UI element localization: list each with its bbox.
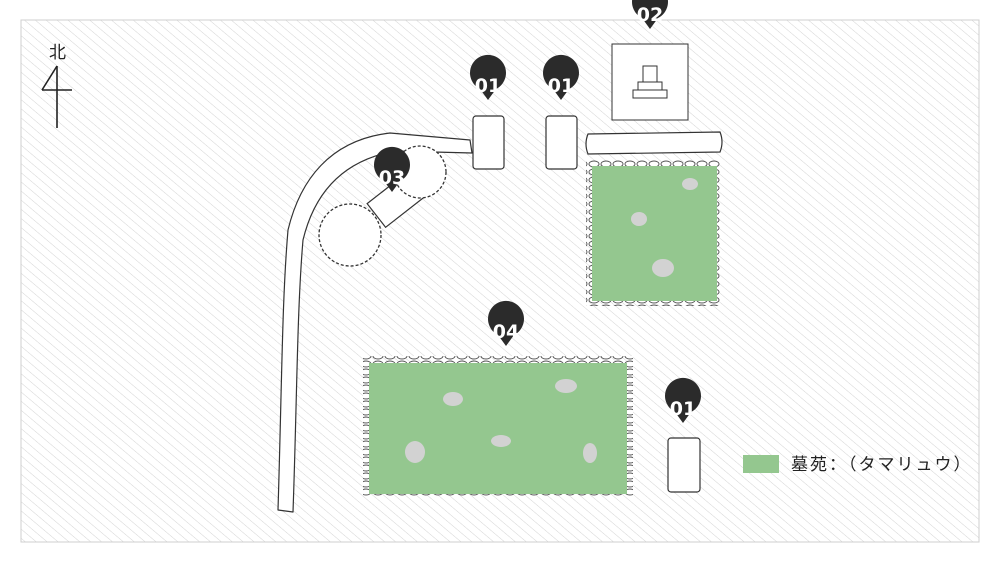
pin-label: 03: [379, 167, 405, 189]
garden-area: [592, 166, 717, 301]
stepping-stone: [631, 212, 647, 226]
stepping-stone: [555, 379, 577, 393]
stepping-stone: [652, 259, 674, 277]
stepping-stone: [682, 178, 698, 190]
pin-label: 01: [670, 398, 696, 420]
grave-plot: [472, 115, 505, 170]
grave-plot: [667, 437, 701, 493]
pin-label: 02: [637, 4, 663, 26]
tree-lower: [318, 203, 382, 267]
grave-plot: [545, 115, 578, 170]
map-pin[interactable]: 01: [665, 377, 701, 423]
legend-swatch: [743, 455, 779, 473]
garden-upper-right: [586, 160, 720, 306]
stepping-stone: [491, 435, 511, 447]
map-pin[interactable]: 01: [543, 54, 579, 100]
map-pin[interactable]: 04: [488, 300, 524, 346]
pin-label: 01: [475, 75, 501, 97]
pin-label: 01: [548, 75, 574, 97]
walking-path: [277, 132, 473, 513]
north-arrow: 北: [41, 43, 72, 128]
garden-area: [369, 363, 627, 494]
stepping-stone: [405, 441, 425, 463]
legend: 墓苑：（タマリュウ）: [743, 455, 973, 475]
monument: [611, 43, 689, 121]
path-strip: [585, 131, 723, 155]
stepping-stone: [583, 443, 597, 463]
map-pin[interactable]: 03: [374, 146, 410, 192]
garden-lower: [363, 356, 633, 496]
map-pin[interactable]: 02: [632, 0, 668, 29]
pin-label: 04: [493, 321, 519, 343]
north-label: 北: [49, 43, 66, 63]
legend-label: 墓苑：（タマリュウ）: [791, 455, 973, 475]
stepping-stone: [443, 392, 463, 406]
map-pin[interactable]: 01: [470, 54, 506, 100]
